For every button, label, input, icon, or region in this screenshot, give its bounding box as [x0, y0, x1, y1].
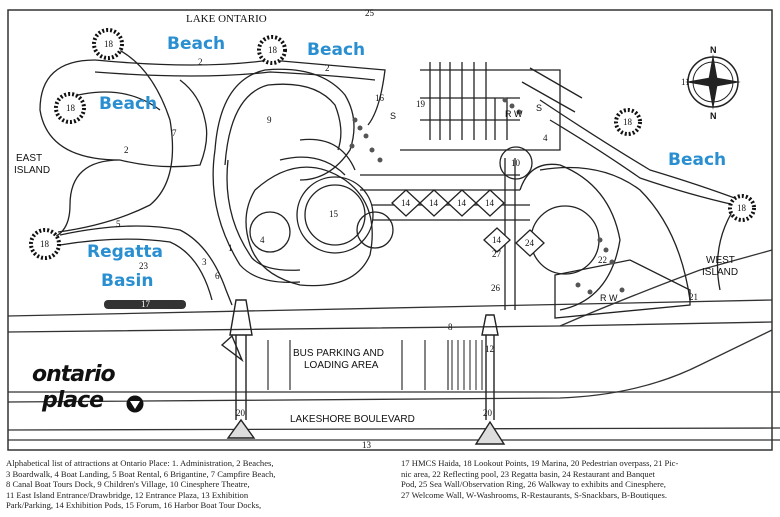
marina-piers — [420, 62, 583, 140]
marker-10: 10 — [511, 158, 520, 168]
marker-23: 23 — [139, 261, 148, 271]
legend-line: 27 Welcome Wall, W-Washrooms, R-Restaura… — [401, 489, 667, 500]
bus-parking-label-2: LOADING AREA — [304, 360, 379, 371]
marker-2-a: 2 — [198, 57, 203, 67]
marker-4-a: 4 — [543, 133, 548, 143]
marker-14-d: 14 — [485, 198, 494, 208]
ontario-place-logo: ontario place — [28, 362, 146, 420]
marker-s-2: S — [536, 103, 543, 113]
east-island-label-2: ISLAND — [14, 165, 51, 176]
legend-line: 11 East Island Entrance/Drawbridge, 12 E… — [6, 489, 249, 500]
regatta-label-1: Regatta — [87, 242, 163, 262]
marker-18-d: 18 — [40, 239, 49, 249]
legend-line: Alphabetical list of attractions at Onta… — [6, 458, 274, 468]
marker-14-c: 14 — [457, 198, 466, 208]
lake-ontario-label: LAKE ONTARIO — [186, 13, 267, 25]
compass-south-label: N — [710, 111, 717, 121]
legend-right-column: 17 HMCS Haida, 18 Lookout Points, 19 Mar… — [401, 458, 773, 500]
legend-line: Pod, 25 Sea Wall/Observation Ring, 26 Wa… — [401, 479, 666, 489]
bus-parking-stripes — [267, 340, 449, 390]
logo-triangle-icon — [126, 395, 144, 413]
marker-15: 15 — [329, 209, 338, 219]
entrance-plaza-hatch — [451, 340, 483, 390]
beach-label-2: Beach — [307, 40, 366, 60]
road-network — [7, 249, 780, 441]
marker-s-1: S — [390, 111, 397, 121]
west-island-label-2: ISLAND — [702, 267, 739, 278]
legend-line: nic area, 22 Reflecting pool, 23 Regatta… — [401, 468, 655, 479]
marker-20-b: 20 — [483, 408, 492, 418]
beach-label-4: Beach — [668, 150, 727, 170]
regatta-label-2: Basin — [101, 271, 154, 291]
walkway-dots — [349, 97, 625, 295]
marker-14-a: 14 — [401, 198, 410, 208]
marker-rw-2: R W — [600, 293, 618, 303]
exhibition-pods — [391, 189, 545, 257]
marker-18-a: 18 — [104, 39, 113, 49]
marker-20-a: 20 — [236, 408, 245, 418]
marker-1: 1 — [228, 243, 233, 253]
logo-line-1: ontario — [32, 362, 116, 387]
compass-rose — [685, 54, 741, 110]
marker-21: 21 — [689, 292, 698, 302]
attractions-legend: Alphabetical list of attractions at Onta… — [6, 458, 774, 514]
compass-north-label: N — [710, 45, 717, 55]
marker-12: 12 — [485, 344, 494, 354]
pedestrian-overpass-1 — [220, 299, 256, 439]
marker-3: 3 — [202, 257, 207, 267]
hmcs-haida-ship — [104, 300, 186, 309]
legend-line: 8 Canal Boat Tours Dock, 9 Children's Vi… — [6, 479, 250, 489]
beach-label-1: Beach — [167, 34, 226, 54]
marker-13: 13 — [362, 440, 371, 450]
bus-parking-label-1: BUS PARKING AND — [293, 348, 384, 359]
marker-6: 6 — [215, 271, 220, 281]
legend-left-column: Alphabetical list of attractions at Onta… — [6, 458, 401, 511]
lakeshore-boulevard-label: LAKESHORE BOULEVARD — [290, 414, 415, 425]
marker-25: 25 — [365, 8, 374, 18]
marker-17: 17 — [141, 299, 150, 309]
marker-7: 7 — [172, 128, 177, 138]
marker-19: 19 — [416, 99, 425, 109]
marker-rw-1: R W — [505, 109, 523, 119]
marker-8: 8 — [448, 322, 453, 332]
marker-14-e: 14 — [492, 235, 501, 245]
logo-line-2: place — [42, 388, 104, 413]
pedestrian-overpass-2 — [474, 314, 506, 445]
legend-line: 3 Boardwalk, 4 Boat Landing, 5 Boat Rent… — [6, 468, 276, 479]
marker-18-e: 18 — [623, 117, 632, 127]
marker-16: 16 — [375, 93, 384, 103]
marker-9: 9 — [267, 115, 272, 125]
marker-11: 11 — [681, 77, 690, 87]
marker-5: 5 — [116, 219, 121, 229]
map-frame — [7, 9, 773, 451]
marker-18-b: 18 — [268, 45, 277, 55]
marker-22: 22 — [598, 255, 607, 265]
marker-18-f: 18 — [737, 203, 746, 213]
beach-label-3: Beach — [99, 94, 158, 114]
island-outlines — [39, 44, 742, 319]
lookout-points — [29, 28, 756, 260]
east-island-label-1: EAST — [16, 153, 43, 164]
legend-line: 17 HMCS Haida, 18 Lookout Points, 19 Mar… — [401, 458, 679, 468]
legend-line: Park/Parking, 14 Exhibition Pods, 15 For… — [6, 500, 262, 510]
marker-24: 24 — [525, 238, 534, 248]
marker-26: 26 — [491, 283, 500, 293]
marker-2-c: 2 — [124, 145, 129, 155]
marker-27: 27 — [492, 249, 501, 259]
marker-4-b: 4 — [260, 235, 265, 245]
marker-14-b: 14 — [429, 198, 438, 208]
west-island-label-1: WEST — [706, 255, 735, 266]
marker-2-b: 2 — [325, 63, 330, 73]
marker-18-c: 18 — [66, 103, 75, 113]
